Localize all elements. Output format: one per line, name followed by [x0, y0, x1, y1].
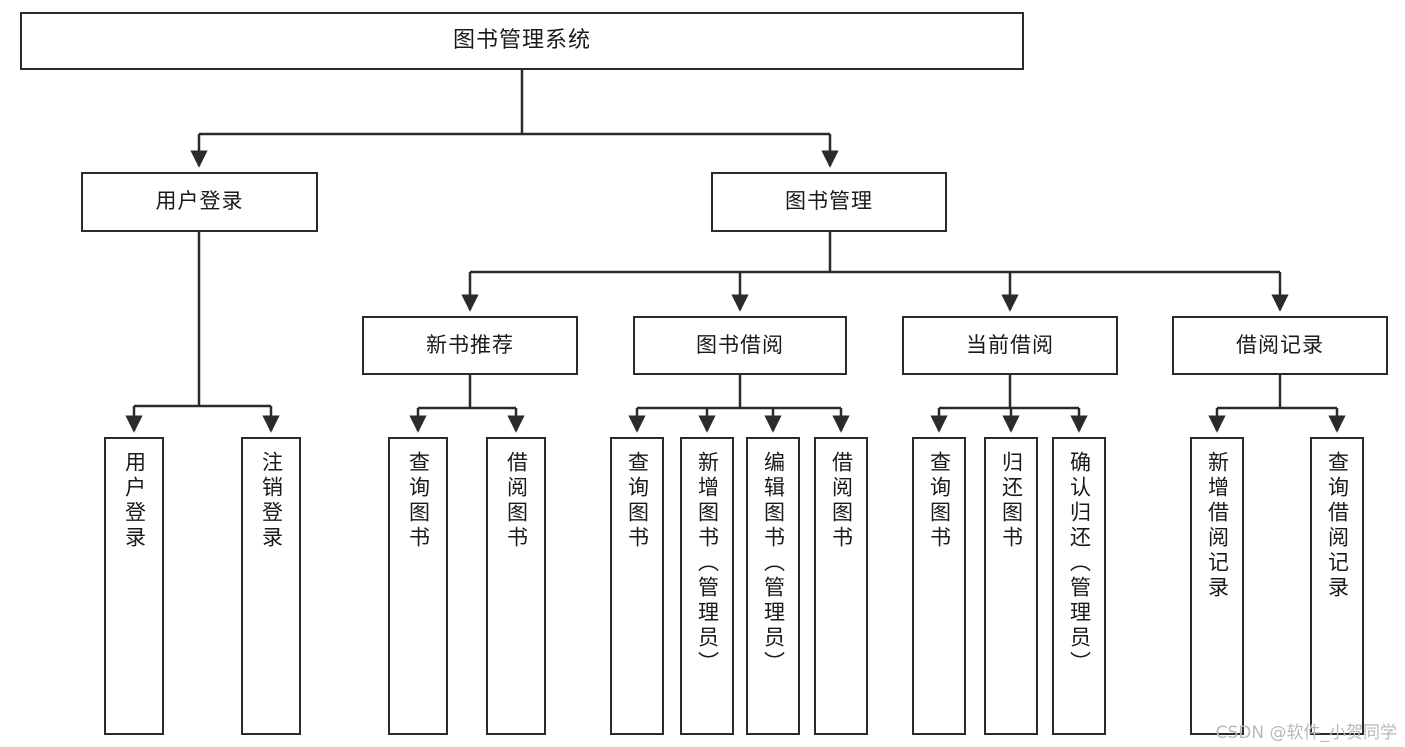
- leaf-query-book-nbr[interactable]: 查询图书: [388, 437, 448, 735]
- leaf-user-login[interactable]: 用户登录: [104, 437, 164, 735]
- leaf-add-borrow-record[interactable]: 新增借阅记录: [1190, 437, 1244, 735]
- node-label: 确认归还（管理员）: [1067, 451, 1092, 676]
- node-book-management[interactable]: 图书管理: [711, 172, 947, 232]
- node-book-borrowing[interactable]: 图书借阅: [633, 316, 847, 375]
- node-label: 新增图书（管理员）: [695, 451, 720, 676]
- node-label: 图书管理系统: [452, 27, 591, 53]
- csdn-watermark: CSDN @软件_小贺同学: [1215, 723, 1397, 743]
- node-label: 注销登录: [259, 451, 284, 551]
- leaf-add-book-admin[interactable]: 新增图书（管理员）: [680, 437, 734, 735]
- node-new-book-recommendation[interactable]: 新书推荐: [362, 316, 578, 375]
- node-label: 查询图书: [406, 451, 431, 551]
- node-label: 用户登录: [122, 451, 147, 551]
- node-label: 借阅记录: [1236, 332, 1324, 357]
- leaf-return-book[interactable]: 归还图书: [984, 437, 1038, 735]
- node-label: 借阅图书: [504, 451, 529, 551]
- node-label: 图书借阅: [696, 332, 784, 357]
- node-label: 新增借阅记录: [1205, 451, 1230, 601]
- node-borrowing-records[interactable]: 借阅记录: [1172, 316, 1388, 375]
- node-label: 编辑图书（管理员）: [761, 451, 786, 676]
- leaf-borrow-book-nbr[interactable]: 借阅图书: [486, 437, 546, 735]
- leaf-borrow-book-bb[interactable]: 借阅图书: [814, 437, 868, 735]
- leaf-query-book-bb[interactable]: 查询图书: [610, 437, 664, 735]
- node-root-book-management-system[interactable]: 图书管理系统: [20, 12, 1024, 70]
- node-user-login[interactable]: 用户登录: [81, 172, 318, 232]
- leaf-edit-book-admin[interactable]: 编辑图书（管理员）: [746, 437, 800, 735]
- node-label: 查询图书: [927, 451, 952, 551]
- node-label: 当前借阅: [966, 332, 1054, 357]
- node-label: 新书推荐: [426, 332, 514, 357]
- leaf-confirm-return-admin[interactable]: 确认归还（管理员）: [1052, 437, 1106, 735]
- node-label: 查询借阅记录: [1325, 451, 1350, 601]
- node-label: 查询图书: [625, 451, 650, 551]
- node-label: 归还图书: [999, 451, 1024, 551]
- leaf-logout[interactable]: 注销登录: [241, 437, 301, 735]
- leaf-query-borrow-record[interactable]: 查询借阅记录: [1310, 437, 1364, 735]
- node-label: 用户登录: [155, 189, 244, 214]
- node-label: 借阅图书: [829, 451, 854, 551]
- leaf-query-book-cb[interactable]: 查询图书: [912, 437, 966, 735]
- node-label: 图书管理: [785, 189, 873, 214]
- node-current-borrowing[interactable]: 当前借阅: [902, 316, 1118, 375]
